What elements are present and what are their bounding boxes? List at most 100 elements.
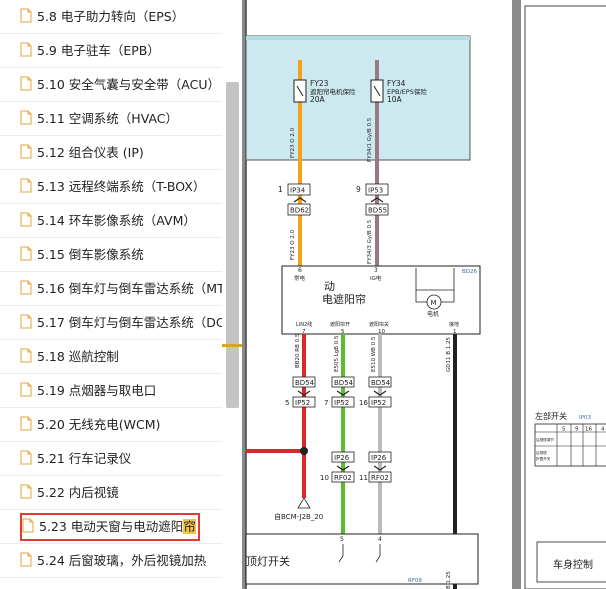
toc-item-label: 5.16 倒车灯与倒车雷达系统（MT [37,281,222,296]
toc-item-5-14[interactable]: 5.14 环车影像系统（AVM） [0,204,222,238]
table-column-header: 9 [575,427,579,433]
body-control-box [536,541,606,583]
toc-item-label: 5.22 内后视镜 [37,485,119,500]
wire-label: E505 LgB 0.5 [334,335,340,372]
connector-label: IP52 [295,399,310,407]
wire-label: FY34/3 Gy/B 0.5 [367,219,373,264]
table-column-header: 16 [585,427,592,433]
fuse-box [245,35,471,161]
module-title: 动 [324,280,335,293]
switch-label: 顶灯开关 [246,554,290,568]
toc-item-5-13[interactable]: 5.13 远程终端系统（T-BOX） [0,170,222,204]
document-icon [20,314,32,329]
document-icon [20,42,32,57]
document-icon [20,484,32,499]
toc-item-5-20[interactable]: 5.20 无线充电(WCM) [0,408,222,442]
toc-item-label: 5.19 点烟器与取电口 [37,383,157,398]
toc-item-5-10[interactable]: 5.10 安全气囊与安全带（ACU） [0,68,222,102]
fuse1-rating: 20A [310,95,326,104]
module-pin-label: 遮阳帘关 [369,321,389,328]
connector-label: BD54 [371,379,391,387]
toc-item-5-8[interactable]: 5.8 电子助力转向（EPS） [0,0,222,34]
connector-label: RF02 [334,474,352,482]
table-row-label: 后视镜 [536,450,547,455]
wire-label: GD11 B 1.25 [446,336,452,372]
module-code: BD26 [462,269,478,275]
connector-label: IP26 [371,454,387,462]
table-row-label: 后视镜调节 [536,437,554,442]
connector-code: RF08 [408,578,422,584]
module-pin-label: 遮阳帘开 [330,321,350,328]
left-switch-title: 左部开关 [535,411,567,421]
toc-item-5-19[interactable]: 5.19 点烟器与取电口 [0,374,222,408]
toc-item-5-21[interactable]: 5.21 行车记录仪 [0,442,222,476]
toc-item-5-23-selected[interactable]: 5.23 电动天窗与电动遮阳帘 [0,510,222,544]
wire-label: BB20 RB 0.5 [295,333,301,368]
toc-item-label: 5.15 倒车影像系统 [37,247,144,262]
module-pin: 10 [378,329,385,335]
toc-item-5-22[interactable]: 5.22 内后视镜 [0,476,222,510]
module-title: 电遮阳帘 [322,292,366,306]
switch-pin: 4 [378,536,382,543]
fuse1-name: FY23 [310,79,329,88]
module-pin-label: 常电 [294,274,306,282]
scroll-position-marker [222,344,242,347]
toc-item-5-11[interactable]: 5.11 空调系统（HVAC） [0,102,222,136]
connector-pin: 5 [285,399,289,407]
module-pin: 6 [298,267,302,274]
toc-item-label: 5.24 后窗玻璃，外后视镜加热 [37,553,207,568]
left-switch-code: IP03 [579,415,591,421]
document-icon [20,212,32,227]
connector-pin: 16 [359,399,368,407]
connector-label: RF02 [371,474,389,482]
document-icon [20,178,32,193]
toc-item-5-17[interactable]: 5.17 倒车灯与倒车雷达系统（DC [0,306,222,340]
fuse2-rating: 10A [387,95,403,104]
document-icon [20,246,32,261]
toc-item-5-9[interactable]: 5.9 电子驻车（EPB） [0,34,222,68]
connector-label: BD62 [290,207,309,215]
roof-light-switch-box [245,533,479,585]
document-icon [20,280,32,295]
module-pin: 5 [341,329,345,335]
toc-item-label: 5.23 电动天窗与电动遮阳帘 [20,513,200,541]
module-pin: 7 [302,329,306,335]
motor-symbol: M [431,299,437,307]
body-control-label: 车身控制 [553,558,593,571]
wire-label: FY23 O 2.0 [290,127,296,158]
bcm-reference: 自BCM-J2B_20 [274,512,323,521]
wire-label: FY23 O 2.0 [290,229,296,260]
search-highlight: 帘 [183,519,196,534]
document-icon [20,76,32,91]
wiring-diagram-page-2: 左部开关 IP03 5 9 16 4 后视镜调节 后视镜 折叠开关 车身控制 [521,0,606,589]
document-icon [20,144,32,159]
toc-item-5-16[interactable]: 5.16 倒车灯与倒车雷达系统（MT [0,272,222,306]
connector-pin: 11 [359,474,368,482]
toc-item-label: 5.13 远程终端系统（T-BOX） [37,179,206,194]
toc-item-5-18[interactable]: 5.18 巡航控制 [0,340,222,374]
fuse1-desc: 遮阳帘电机保险 [310,87,356,96]
document-icon [20,416,32,431]
document-icon [20,552,32,567]
toc-item-label: 5.10 安全气囊与安全带（ACU） [37,77,221,92]
toc-item-5-12[interactable]: 5.12 组合仪表 (IP) [0,136,222,170]
connector-label: BD54 [295,379,315,387]
wire-label: FY34/1 Gy/B 0.5 [367,117,373,162]
toc-item-label: 5.21 行车记录仪 [37,451,132,466]
fuse2-name: FY34 [387,79,406,88]
arrow-up-icon [297,497,311,509]
fuse2-desc: EPB/EPS保险 [387,87,427,96]
document-icon [22,518,34,533]
module-pin-label: IG电 [370,274,382,282]
toc-item-5-15[interactable]: 5.15 倒车影像系统 [0,238,222,272]
toc-item-5-24[interactable]: 5.24 后窗玻璃，外后视镜加热 [0,544,222,578]
toc-item-label: 5.9 电子驻车（EPB） [37,43,160,58]
sidebar-scrollbar-thumb[interactable] [226,82,239,408]
document-icon [20,382,32,397]
document-icon [20,8,32,23]
sunshade-module [281,265,481,335]
toc-item-label: 5.11 空调系统（HVAC） [37,111,179,126]
switch-pin: 5 [340,536,344,543]
module-pin: 3 [374,267,378,274]
connector-pin: 10 [320,474,329,482]
